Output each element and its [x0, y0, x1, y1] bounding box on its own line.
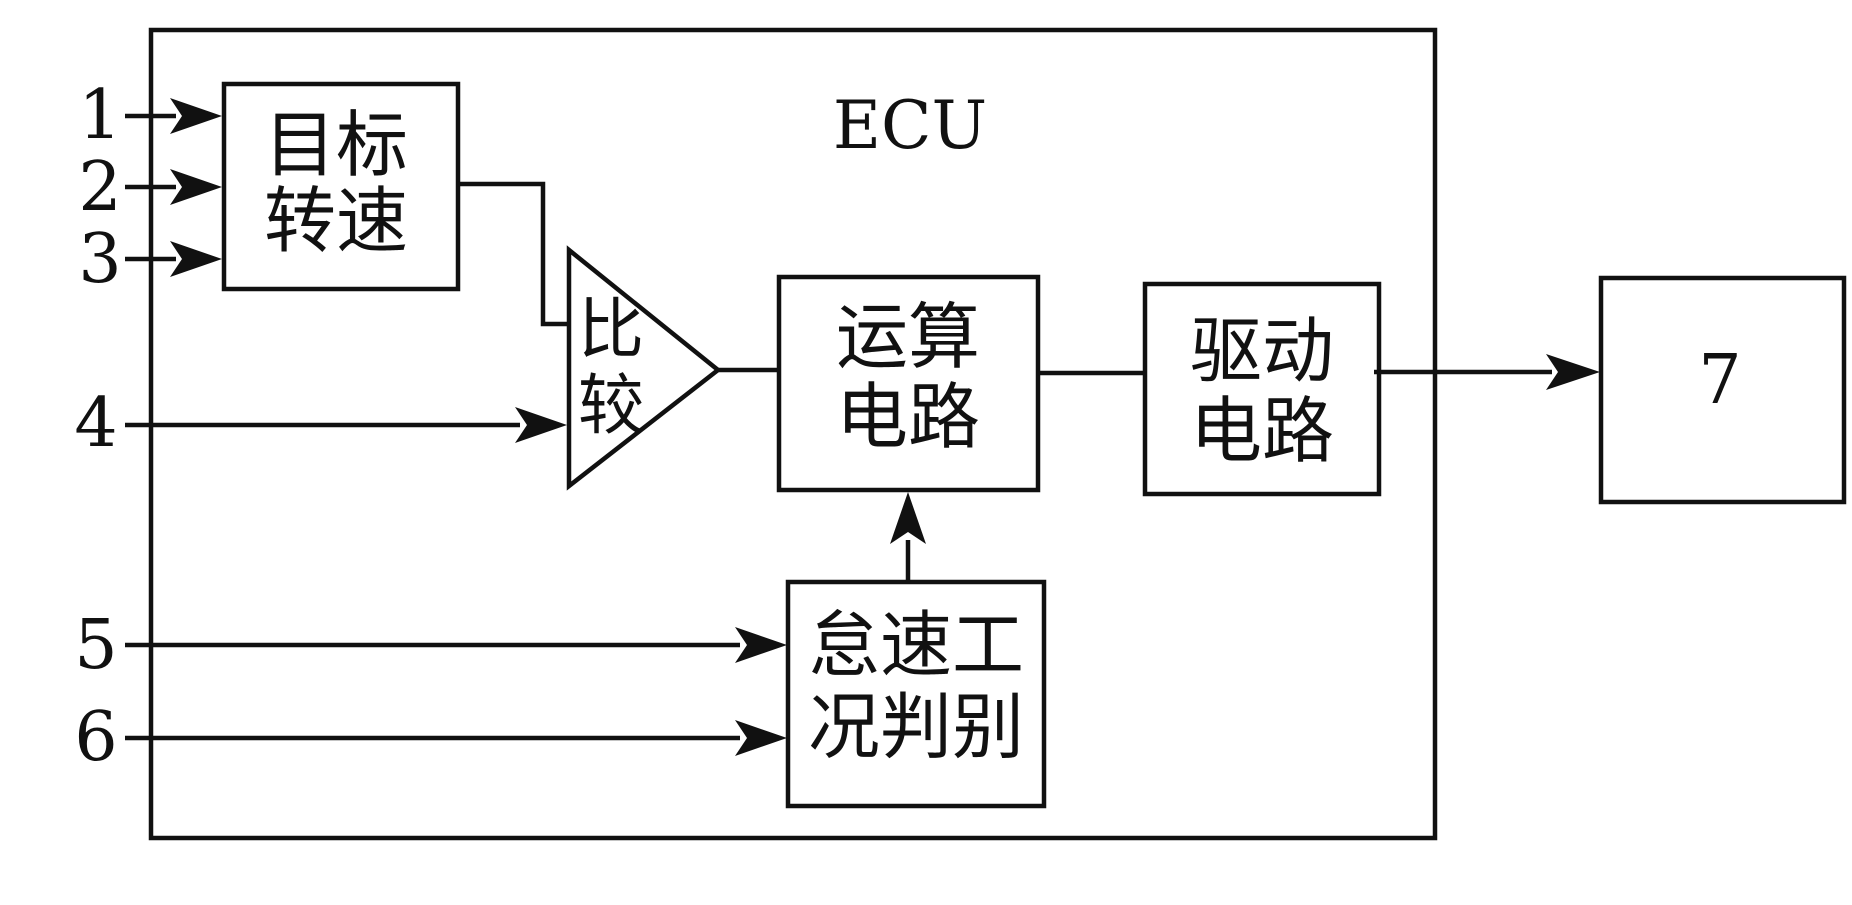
- arithmetic-circuit-block: [776, 274, 1041, 493]
- target-speed-block: [221, 81, 461, 292]
- input-label-5: 5: [74, 606, 117, 685]
- ecu-frame: [148, 27, 1438, 841]
- driver-circuit-block: [1142, 281, 1382, 497]
- comparator-triangle: [566, 245, 722, 491]
- target-to-comparator-line: [458, 181, 567, 327]
- input-label-4: 4: [74, 384, 117, 463]
- actuator-label: 7: [1698, 341, 1741, 420]
- comparator-line-1: 比: [578, 291, 644, 368]
- input-label-6: 6: [74, 698, 117, 777]
- driver-line-1: 驱动: [1190, 309, 1334, 393]
- idle-to-arithmetic-arrow: [890, 492, 926, 582]
- driver-to-actuator-arrow: [1374, 354, 1600, 390]
- ecu-label: ECU: [833, 87, 987, 164]
- idle-judgment-line-2: 况判别: [808, 685, 1024, 769]
- input-arrow-2: [125, 169, 222, 205]
- idle-judgment-line-1: 怠速工: [808, 603, 1024, 687]
- input-label-3: 3: [78, 220, 121, 299]
- target-speed-line-2: 转速: [264, 179, 408, 263]
- driver-line-2: 电路: [1190, 389, 1334, 473]
- actuator-block: [1598, 275, 1847, 505]
- input-arrow-4: [125, 407, 567, 443]
- input-label-1: 1: [78, 76, 121, 155]
- input-arrow-3: [125, 241, 222, 277]
- input-arrow-6: [125, 720, 787, 756]
- idle-judgment-block: [785, 579, 1047, 809]
- arithmetic-line-2: 电路: [836, 375, 980, 459]
- input-arrow-5: [125, 627, 787, 663]
- arithmetic-line-1: 运算: [836, 295, 980, 379]
- target-speed-line-1: 目标: [264, 103, 408, 187]
- comparator-line-2: 较: [578, 367, 644, 444]
- input-label-2: 2: [78, 148, 121, 227]
- input-arrow-1: [125, 98, 222, 134]
